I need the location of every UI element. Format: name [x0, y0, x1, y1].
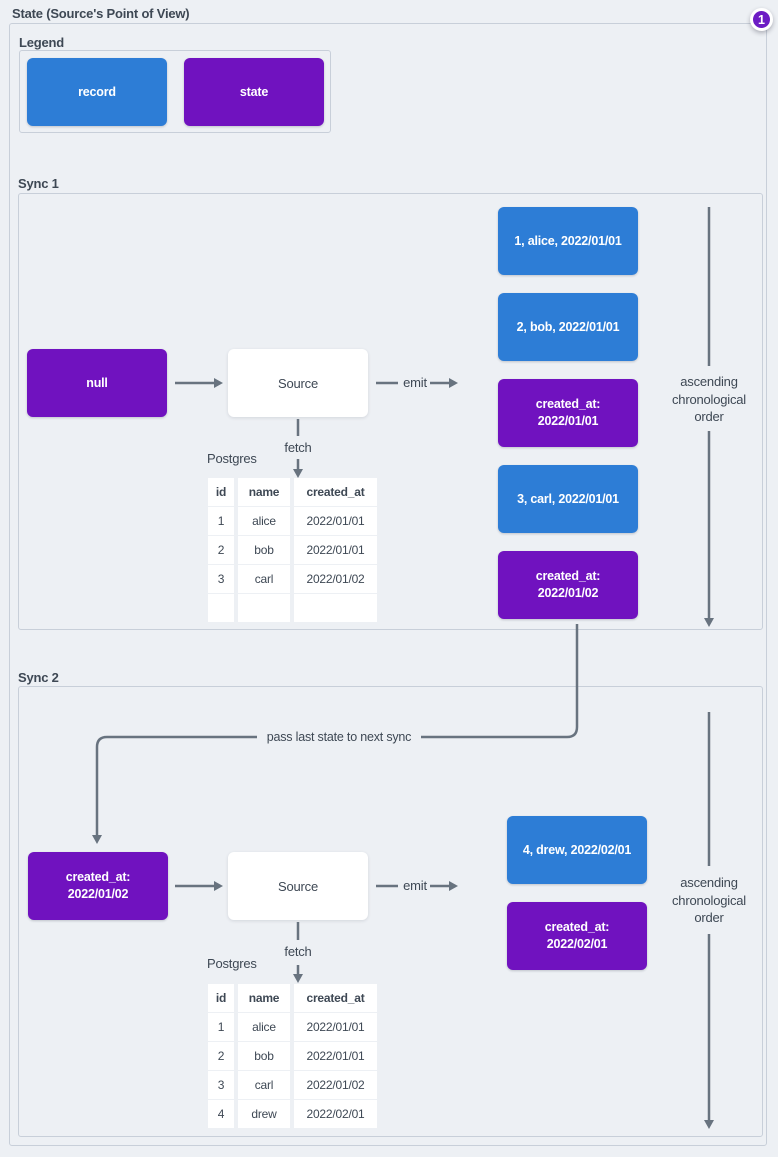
sync2-initial-state-box: created_at: 2022/01/02 [28, 852, 168, 920]
table-header-cell: id [208, 478, 234, 506]
record-box: 4, drew, 2022/02/01 [507, 816, 647, 884]
table-header-cell: name [238, 984, 290, 1012]
text-line: 1, alice, 2022/01/01 [514, 233, 622, 248]
sync2-postgres-label: Postgres [207, 956, 257, 971]
text-line: created_at: [544, 920, 610, 934]
table-cell [238, 594, 290, 622]
record-box: 1, alice, 2022/01/01 [498, 207, 638, 275]
table-header-cell: name [238, 478, 290, 506]
table-cell: carl [238, 1071, 290, 1099]
sync2-frame [18, 686, 763, 1137]
sync1-source-box: Source [228, 349, 368, 417]
record-box: 2, bob, 2022/01/01 [498, 293, 638, 361]
table-cell: 2022/01/01 [294, 507, 377, 535]
state-box: created_at: 2022/01/01 [498, 379, 638, 447]
table-cell: 2022/01/02 [294, 1071, 377, 1099]
sync1-postgres-label: Postgres [207, 451, 257, 466]
text-line: chronological [671, 892, 746, 908]
sync1-frame [18, 193, 763, 630]
legend-frame [19, 50, 331, 133]
record-box: 3, carl, 2022/01/01 [498, 465, 638, 533]
table-cell: 2 [208, 536, 234, 564]
legend-record-swatch: record [27, 58, 167, 126]
table-cell: 2022/02/01 [294, 1100, 377, 1128]
text-line: ascending [680, 374, 738, 389]
text-line: 3, carl, 2022/01/01 [517, 491, 619, 506]
table-header-cell: created_at [294, 478, 377, 506]
text-line: 2022/01/01 [537, 414, 599, 428]
text-line: null [86, 375, 108, 390]
table-header-cell: id [208, 984, 234, 1012]
table-cell: drew [238, 1100, 290, 1128]
sync2-emitted-messages: 4, drew, 2022/02/01 created_at: 2022/02/01 [507, 816, 647, 970]
table-cell: 2 [208, 1042, 234, 1070]
text-line: 2022/01/02 [537, 586, 599, 600]
table-cell [208, 594, 234, 622]
table-cell: 3 [208, 1071, 234, 1099]
table-cell: alice [238, 507, 290, 535]
legend-state-swatch: state [184, 58, 324, 126]
table-cell: 4 [208, 1100, 234, 1128]
outer-frame [9, 23, 767, 1146]
sync1-emitted-messages: 1, alice, 2022/01/01 2, bob, 2022/01/01 cr… [498, 207, 638, 619]
table-cell: alice [238, 1013, 290, 1041]
text-line: created_at: [65, 870, 131, 884]
state-box: created_at: 2022/02/01 [507, 902, 647, 970]
text-line: 2, bob, 2022/01/01 [516, 319, 620, 334]
table-cell: 2022/01/01 [294, 1042, 377, 1070]
pass-state-label: pass last state to next sync [266, 730, 412, 744]
text-line: ascending [680, 875, 738, 890]
table-cell: 2022/01/02 [294, 565, 377, 593]
table-cell: bob [238, 536, 290, 564]
sync2-source-box: Source [228, 852, 368, 920]
table-cell: bob [238, 1042, 290, 1070]
page-title: State (Source's Point of View) [12, 6, 190, 21]
sync2-label: Sync 2 [18, 670, 59, 685]
text-line: created_at: [535, 397, 601, 411]
text-line: order [694, 409, 724, 424]
sync1-order-label: ascending chronological order [661, 373, 757, 426]
table-cell: 2022/01/01 [294, 536, 377, 564]
table-cell: carl [238, 565, 290, 593]
text-line: 2022/01/02 [67, 887, 129, 901]
sync2-order-label: ascending chronological order [661, 874, 757, 927]
text-line: 2022/02/01 [546, 937, 608, 951]
sync2-fetch-label: fetch [284, 944, 312, 959]
table-cell: 1 [208, 507, 234, 535]
text-line: order [694, 910, 724, 925]
sync1-initial-state-box: null [27, 349, 167, 417]
table-cell: 2022/01/01 [294, 1013, 377, 1041]
sync1-label: Sync 1 [18, 176, 59, 191]
sync1-emit-label: emit [403, 375, 427, 390]
sync2-emit-label: emit [403, 878, 427, 893]
legend-label: Legend [19, 35, 65, 50]
table-cell: 1 [208, 1013, 234, 1041]
text-line: 4, drew, 2022/02/01 [522, 842, 632, 857]
table-cell: 3 [208, 565, 234, 593]
table-header-cell: created_at [294, 984, 377, 1012]
step-badge: 1 [750, 8, 773, 31]
state-box: created_at: 2022/01/02 [498, 551, 638, 619]
sync1-fetch-label: fetch [284, 440, 312, 455]
text-line: created_at: [535, 569, 601, 583]
table-cell [294, 594, 377, 622]
text-line: chronological [671, 391, 746, 407]
